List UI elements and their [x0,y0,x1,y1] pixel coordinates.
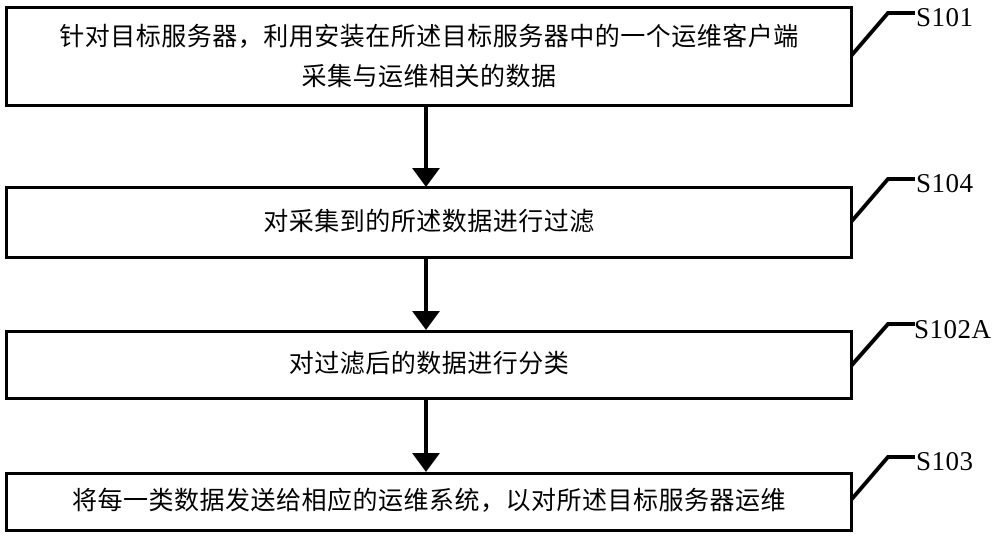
leader-line-s104 [849,177,915,224]
flow-node-s103[interactable]: 将每一类数据发送给相应的运维系统，以对所述目标服务器运维 [5,472,853,532]
flow-node-s103-text: 将每一类数据发送给相应的运维系统，以对所述目标服务器运维 [71,488,786,515]
step-label-s103: S103 [916,446,974,476]
flow-node-s102a-text: 对过滤后的数据进行分类 [288,351,570,378]
step-label-s104: S104 [916,168,974,198]
step-label-s102a: S102A [914,314,992,344]
flow-node-s101[interactable]: 针对目标服务器，利用安装在所述目标服务器中的一个运维客户端 采集与运维相关的数据 [5,6,853,107]
flow-node-s101-text: 针对目标服务器，利用安装在所述目标服务器中的一个运维客户端 采集与运维相关的数据 [59,23,799,91]
leader-line-s103 [849,455,915,502]
edge-s102a-to-s103 [412,400,440,472]
edge-s101-to-s104 [412,107,440,187]
leader-line-s102a [849,322,915,368]
flow-node-s104[interactable]: 对采集到的所述数据进行过滤 [5,186,853,259]
edge-s104-to-s102a [412,259,440,330]
flow-node-s104-text: 对采集到的所述数据进行过滤 [263,208,595,236]
leader-line-s101 [849,11,915,58]
flow-node-s102a[interactable]: 对过滤后的数据进行分类 [5,330,853,400]
step-label-s101: S101 [916,2,974,32]
